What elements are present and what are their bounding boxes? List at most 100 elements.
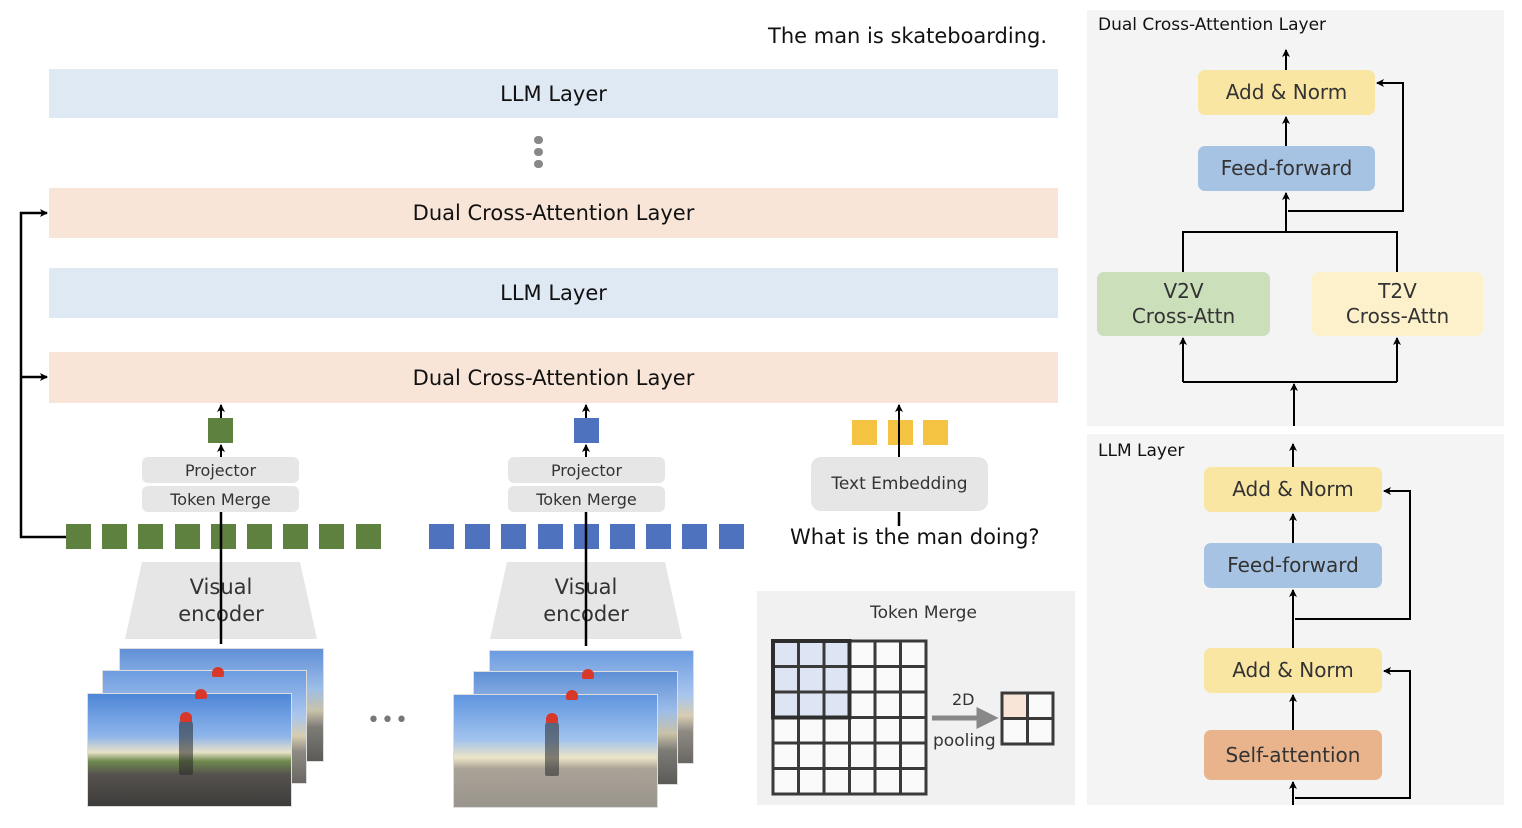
t2v-label-line2: Cross-Attn (1345, 304, 1450, 328)
token (923, 420, 948, 445)
v2v-label-line2: Cross-Attn (1131, 304, 1236, 328)
dca-layer-bar-top: Dual Cross-Attention Layer (49, 188, 1058, 238)
projector-label: Projector (550, 460, 623, 480)
input-grid-cell (797, 716, 826, 745)
input-grid-cell (797, 639, 826, 668)
input-grid-cell (899, 639, 928, 668)
output-grid-cell (1000, 717, 1029, 746)
pooling-window (771, 639, 852, 720)
input-grid-cell (899, 690, 928, 719)
frames-ellipsis: ••• (367, 708, 409, 733)
v2v-label-line1: V2V (1163, 279, 1204, 303)
token (319, 524, 345, 549)
token (852, 420, 877, 445)
t2v-label-line1: T2V (1378, 279, 1417, 303)
input-grid-cell (899, 716, 928, 745)
token (247, 524, 272, 549)
token (610, 524, 635, 549)
token (138, 524, 164, 549)
token (355, 524, 381, 549)
llm-add-norm-top-block: Add & Norm (1204, 467, 1382, 512)
input-grid-cell (797, 767, 826, 796)
token (283, 524, 309, 549)
llm-add-norm-bottom-block: Add & Norm (1204, 648, 1382, 693)
token (537, 524, 563, 549)
input-grid-cell (822, 741, 851, 770)
text-embedding-label: Text Embedding (831, 474, 968, 494)
add-norm-label: Add & Norm (1232, 477, 1354, 501)
pooling-label-bottom: pooling (933, 731, 996, 751)
dca-feed-forward-block: Feed-forward (1198, 146, 1375, 191)
llm-detail-title: LLM Layer (1098, 441, 1185, 461)
token (682, 524, 708, 549)
question-text: What is the man doing? (790, 525, 1040, 549)
vertical-ellipsis-icon (534, 136, 543, 168)
input-grid-cell (822, 767, 851, 796)
input-grid-cell (899, 665, 928, 694)
input-grid-cell (771, 767, 800, 796)
token (66, 524, 91, 549)
llm-layer-bar-top: LLM Layer (49, 69, 1058, 118)
merged-visual-token-2 (574, 418, 599, 443)
token-merge-label: Token Merge (170, 489, 271, 509)
token-merge-label: Token Merge (536, 489, 637, 509)
dca-layer-bar-bottom: Dual Cross-Attention Layer (49, 352, 1058, 403)
dca-detail-title: Dual Cross-Attention Layer (1098, 15, 1327, 35)
input-grid-cell (771, 665, 800, 694)
self-attention-label: Self-attention (1225, 742, 1361, 767)
input-grid-cell (771, 690, 800, 719)
input-grid-cell (822, 639, 851, 668)
visual-encoder-2: Visual encoder (490, 562, 682, 639)
input-grid-cell (771, 639, 800, 668)
input-grid-cell (899, 767, 928, 796)
llm-layer-bar-middle: LLM Layer (49, 268, 1058, 318)
self-attention-block: Self-attention (1204, 730, 1382, 780)
token-merge-inset-title: Token Merge (870, 603, 977, 623)
token (429, 524, 454, 549)
input-grid-cell (873, 767, 902, 796)
text-embedding-box: Text Embedding (811, 457, 988, 511)
token (102, 524, 128, 549)
add-norm-label: Add & Norm (1225, 80, 1348, 104)
token (465, 524, 491, 549)
visual-encoder-1: Visual encoder (125, 562, 317, 639)
feed-forward-label: Feed-forward (1227, 553, 1359, 577)
llm-feed-forward-block: Feed-forward (1204, 543, 1382, 588)
input-grid-cell (797, 665, 826, 694)
token (210, 524, 236, 549)
output-grid-cell (1026, 691, 1055, 720)
input-grid-cell (848, 716, 877, 745)
input-grid-cell (873, 716, 902, 745)
input-grid-cell (899, 741, 928, 770)
input-grid-cell (873, 690, 902, 719)
token-merge-inset: Token Merge 2D pooling (757, 591, 1075, 805)
token (887, 420, 913, 445)
projector-box-1: Projector (142, 457, 299, 483)
input-grid-cell (848, 741, 877, 770)
video-frame (87, 693, 292, 807)
projector-box-2: Projector (508, 457, 665, 483)
input-grid-cell (848, 690, 877, 719)
input-grid-cell (797, 690, 826, 719)
merged-visual-token-1 (208, 418, 233, 443)
token (174, 524, 200, 549)
input-grid-cell (822, 665, 851, 694)
input-grid-cell (771, 716, 800, 745)
input-grid-cell (848, 665, 877, 694)
token (573, 524, 599, 549)
llm-layer-label: LLM Layer (500, 81, 607, 106)
token (718, 524, 744, 549)
input-grid-cell (848, 639, 877, 668)
token (501, 524, 527, 549)
video-frame (453, 694, 658, 808)
pooling-label-top: 2D (952, 690, 975, 709)
projector-label: Projector (184, 460, 257, 480)
dca-add-norm-block: Add & Norm (1198, 70, 1375, 115)
input-grid-cell (797, 741, 826, 770)
token-merge-box-2: Token Merge (508, 486, 665, 512)
encoder-label-line2: encoder (543, 602, 629, 626)
input-grid-cell (873, 639, 902, 668)
input-grid-cell (873, 665, 902, 694)
llm-layer-label: LLM Layer (500, 281, 607, 305)
